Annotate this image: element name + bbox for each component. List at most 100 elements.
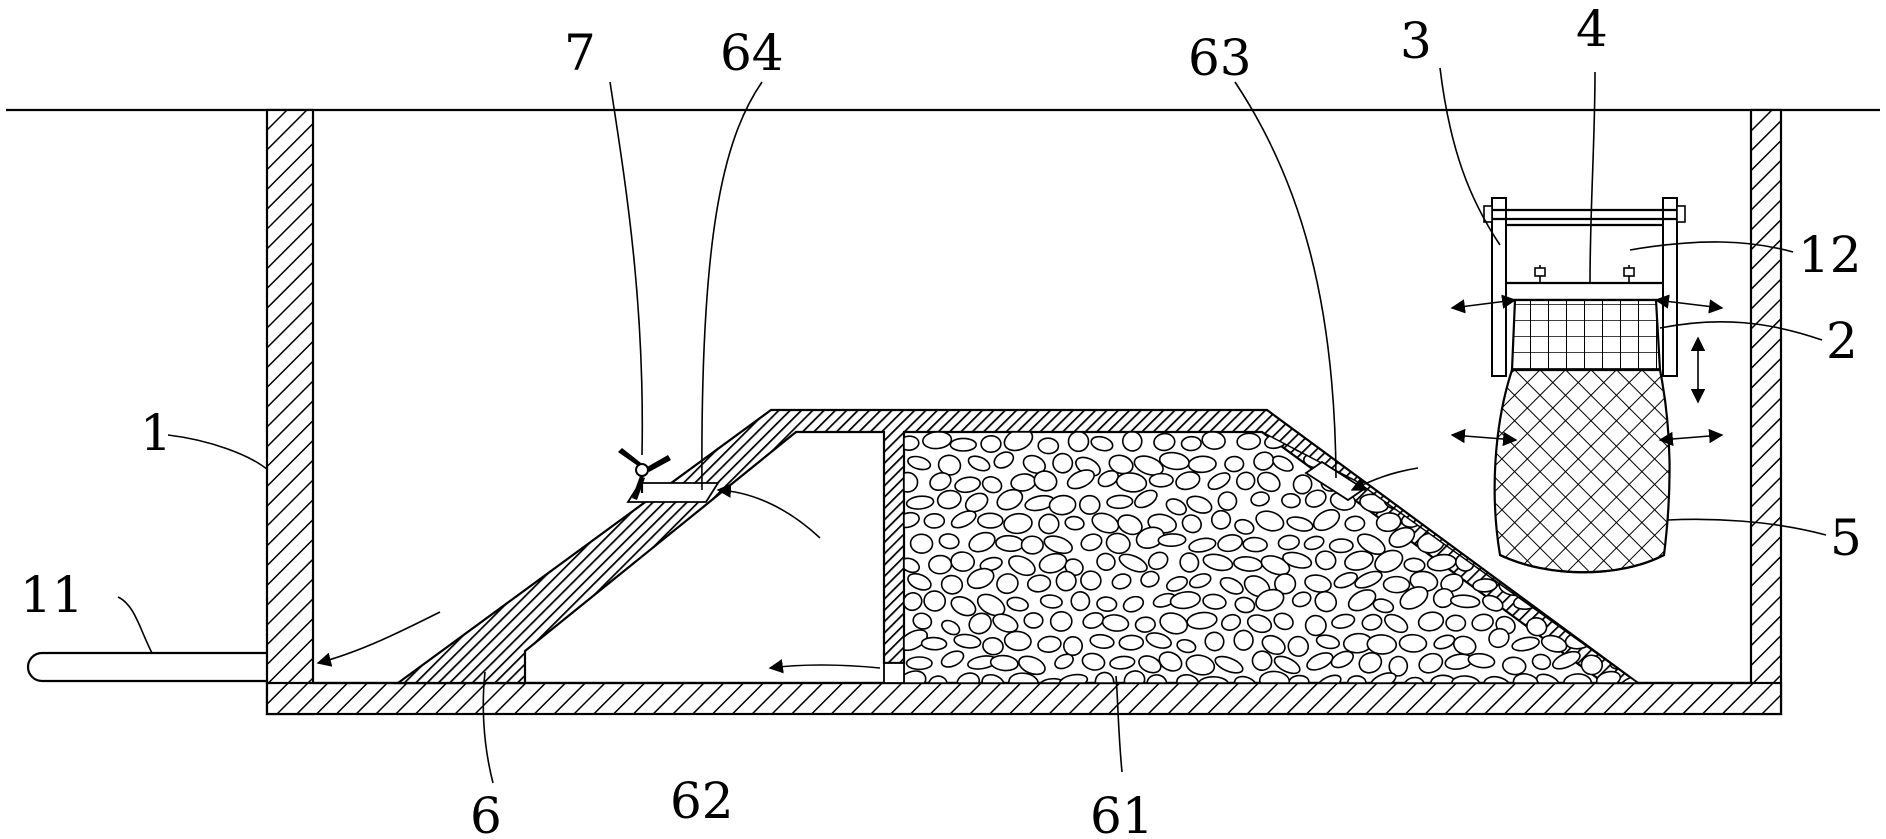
gravel-stone [1255,588,1285,612]
gravel-stone [904,557,920,574]
gravel-stone [1344,515,1366,532]
gravel-stone [1049,611,1073,632]
gravel-stone [1022,454,1046,474]
gravel-stone [1399,586,1429,610]
gravel-stone [1359,456,1382,473]
gravel-stone [1052,452,1074,474]
gravel-stone [1054,653,1074,670]
gravel-stone [1531,653,1552,671]
gravel-stone [1176,638,1197,654]
gravel-stone [1006,596,1029,612]
gravel-stone [1374,549,1404,573]
gravel-stone [1165,576,1189,592]
gravel-stone [1454,433,1483,454]
gravel-stone [1023,612,1044,629]
gravel-stone [1398,633,1428,653]
gravel-stone [1251,650,1273,672]
gravel-stone [1255,510,1285,532]
gravel-stone [1455,510,1482,533]
gravel-stone [1096,596,1118,612]
gravel-stone [1304,574,1332,593]
gravel-stone [1026,574,1052,593]
gravel-stone [1424,472,1451,491]
grid-filter [1510,298,1662,372]
gravel-stone [1080,533,1103,552]
gravel-stone [1118,634,1145,651]
gravel-stone [1078,494,1101,515]
gravel-stone [989,654,1019,672]
gravel-stone [1344,550,1374,571]
gravel-stone [1146,674,1168,683]
label-2: 2 [1826,312,1858,370]
gravel-stone [1272,455,1294,472]
gravel-stone [1003,630,1032,652]
gravel-stone [1147,551,1169,571]
gravel-stone [1058,673,1089,683]
gravel-stone [1037,437,1060,455]
gravel-stone [1148,472,1174,488]
gravel-stone [923,590,947,612]
gravel-stone [949,437,977,452]
gravel-stone [1219,576,1244,595]
gravel-stone [1615,571,1637,592]
gravel-stone [1625,593,1638,612]
gravel-stone [980,434,1002,453]
label-61: 61 [1090,787,1154,839]
gravel-stone [1595,596,1622,616]
gravel-stone [1246,614,1273,634]
gravel-stone [904,629,928,652]
gravel-stone [976,593,1006,617]
gravel-stone [1109,655,1136,670]
gravel-stone [964,492,989,513]
gravel-bed-outline [903,431,1641,684]
gravel-stone [1287,635,1310,657]
gravel-stone [1242,536,1268,553]
gravel-stone [1090,435,1114,452]
gravel-stone [1273,612,1294,631]
gravel-stone [1033,470,1058,492]
gravel-stone [1417,611,1445,632]
gravel-stone [1186,495,1213,514]
gravel-stone [1292,474,1313,495]
gravel-stone [1358,652,1383,674]
gravel-stone [1188,573,1212,589]
gravel-stone [1469,532,1493,552]
tank-bottom [265,681,1783,716]
gravel-stone [1134,616,1156,633]
label-1: 1 [140,404,172,462]
gravel-stone [1330,650,1354,669]
gravel-stone [1403,557,1426,573]
gravel-stone [1570,596,1593,612]
gravel-stone [981,476,1003,494]
gravel-stone [1138,655,1162,674]
gravel-stone [1291,591,1312,608]
label-62: 62 [670,772,734,830]
gravel-stone [1134,489,1158,509]
gravel-stone [1403,471,1426,487]
gravel-stone [1273,655,1301,675]
gravel-stone [954,476,981,494]
label-3: 3 [1400,12,1432,70]
gravel-stone [1097,469,1119,488]
gravel-stone [1441,493,1465,514]
gravel-stone [1609,655,1632,670]
gravel-stone [1234,596,1256,614]
gravel-stone [1369,672,1397,683]
gravel-stone [1003,512,1033,535]
gravel-stone [1197,676,1230,683]
gravel-stone [1038,552,1068,574]
gravel-stone [950,551,976,572]
gravel-stone [1511,636,1540,652]
gravel-stone [1449,594,1481,609]
hanging-frame [1483,197,1686,377]
label-7: 7 [564,24,596,82]
gravel-stone [1471,613,1494,632]
gravel-stone [1043,535,1073,555]
gravel-stone [1135,526,1165,549]
gravel-stone [1413,492,1445,515]
label-64: 64 [720,24,784,82]
gravel-stone [1080,570,1102,591]
gravel-stone [1070,591,1091,612]
gravel-stone [1539,595,1563,611]
gravel-stone [1328,538,1354,554]
